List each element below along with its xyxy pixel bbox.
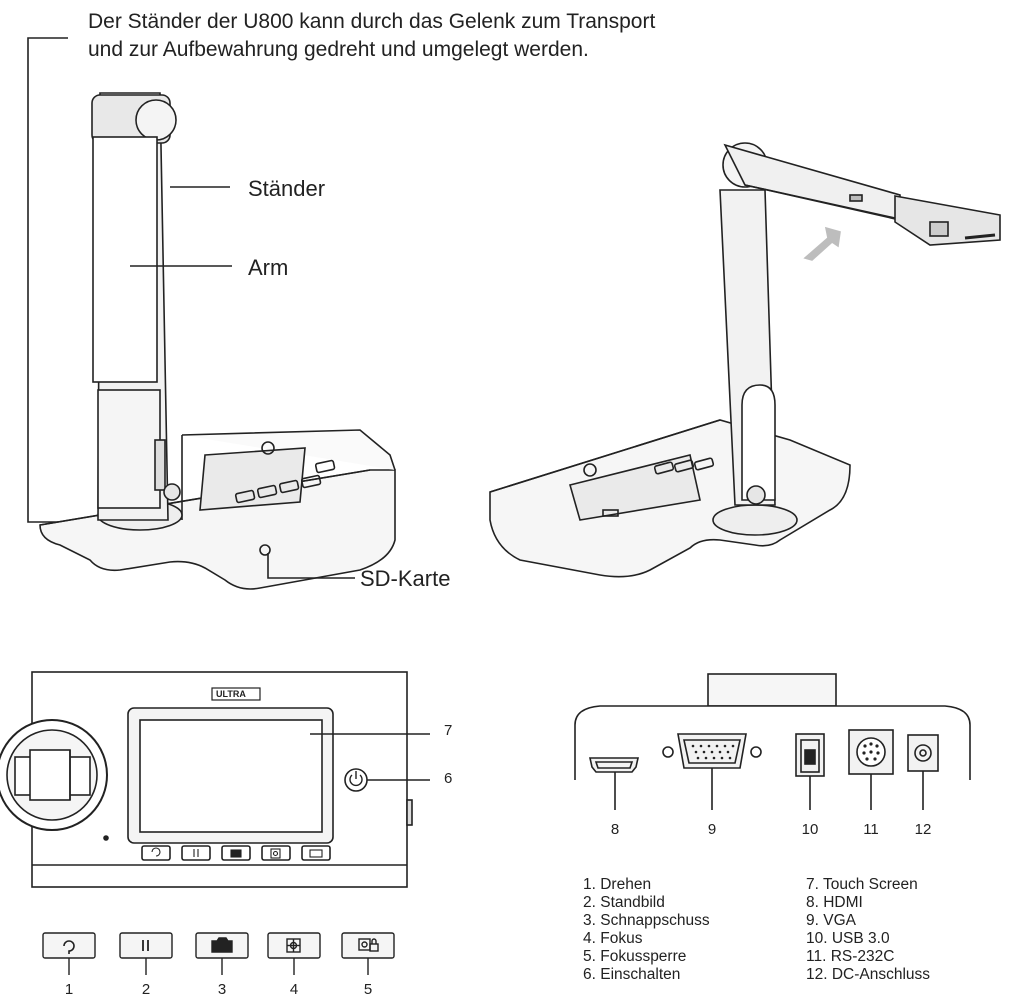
callout-staender: Ständer — [248, 176, 326, 201]
product-illustration — [27, 37, 1001, 590]
rotate-button[interactable] — [42, 932, 96, 959]
legend-item: 2. Standbild — [583, 894, 665, 911]
rotate-icon — [151, 847, 161, 857]
rear-panel-diagram — [574, 673, 971, 810]
brand-logo-frame — [211, 687, 261, 701]
button-row — [42, 932, 395, 975]
legend-left: 1. Drehen 2. Standbild 3. Schnappschuss … — [583, 876, 710, 984]
freeze-button[interactable] — [119, 932, 173, 959]
button-number-5: 5 — [363, 981, 373, 998]
legend-right: 7. Touch Screen 8. HDMI 9. VGA 10. USB 3… — [806, 876, 930, 984]
camera-icon — [230, 849, 242, 858]
port-number-9: 9 — [707, 821, 717, 838]
legend-item: 9. VGA — [806, 912, 856, 929]
legend-item: 11. RS-232C — [806, 948, 895, 965]
legend-item: 1. Drehen — [583, 876, 652, 893]
legend-item: 3. Schnappschuss — [583, 912, 710, 929]
upright-camera — [489, 142, 1001, 578]
legend-item: 12. DC-Anschluss — [806, 966, 931, 983]
callout-sd-karte: SD-Karte — [360, 566, 451, 591]
camera-icon — [211, 937, 233, 953]
button-number-1: 1 — [64, 981, 74, 998]
port-number-11: 11 — [863, 821, 879, 838]
screen-number: 7 — [444, 722, 453, 739]
port-number-10: 10 — [801, 821, 819, 838]
dc-port-icon — [907, 734, 939, 772]
port-number-12: 12 — [914, 821, 932, 838]
focus-lock-icon — [309, 849, 323, 858]
button-number-3: 3 — [217, 981, 227, 998]
button-number-4: 4 — [289, 981, 299, 998]
callout-arm: Arm — [248, 255, 289, 280]
brand-logo: ULTRA — [216, 689, 246, 699]
folded-camera — [39, 92, 396, 590]
front-panel-diagram: ULTRA — [0, 671, 430, 888]
legend-item: 6. Einschalten — [583, 966, 681, 983]
legend-item: 7. Touch Screen — [806, 876, 918, 893]
power-icon — [349, 771, 363, 787]
power-number: 6 — [444, 770, 453, 787]
button-number-2: 2 — [141, 981, 151, 998]
port-number-8: 8 — [610, 821, 620, 838]
caption-line-1: Der Ständer der U800 kann durch das Gele… — [88, 10, 656, 33]
legend-item: 4. Fokus — [583, 930, 643, 947]
focus-lock-button[interactable] — [341, 932, 395, 959]
legend-item: 8. HDMI — [806, 894, 863, 911]
focus-icon — [270, 848, 281, 859]
legend-item: 5. Fokussperre — [583, 948, 687, 965]
caption-line-2: und zur Aufbewahrung gedreht und umgeleg… — [88, 38, 589, 61]
rotate-icon — [63, 940, 75, 954]
legend-item: 10. USB 3.0 — [806, 930, 890, 947]
